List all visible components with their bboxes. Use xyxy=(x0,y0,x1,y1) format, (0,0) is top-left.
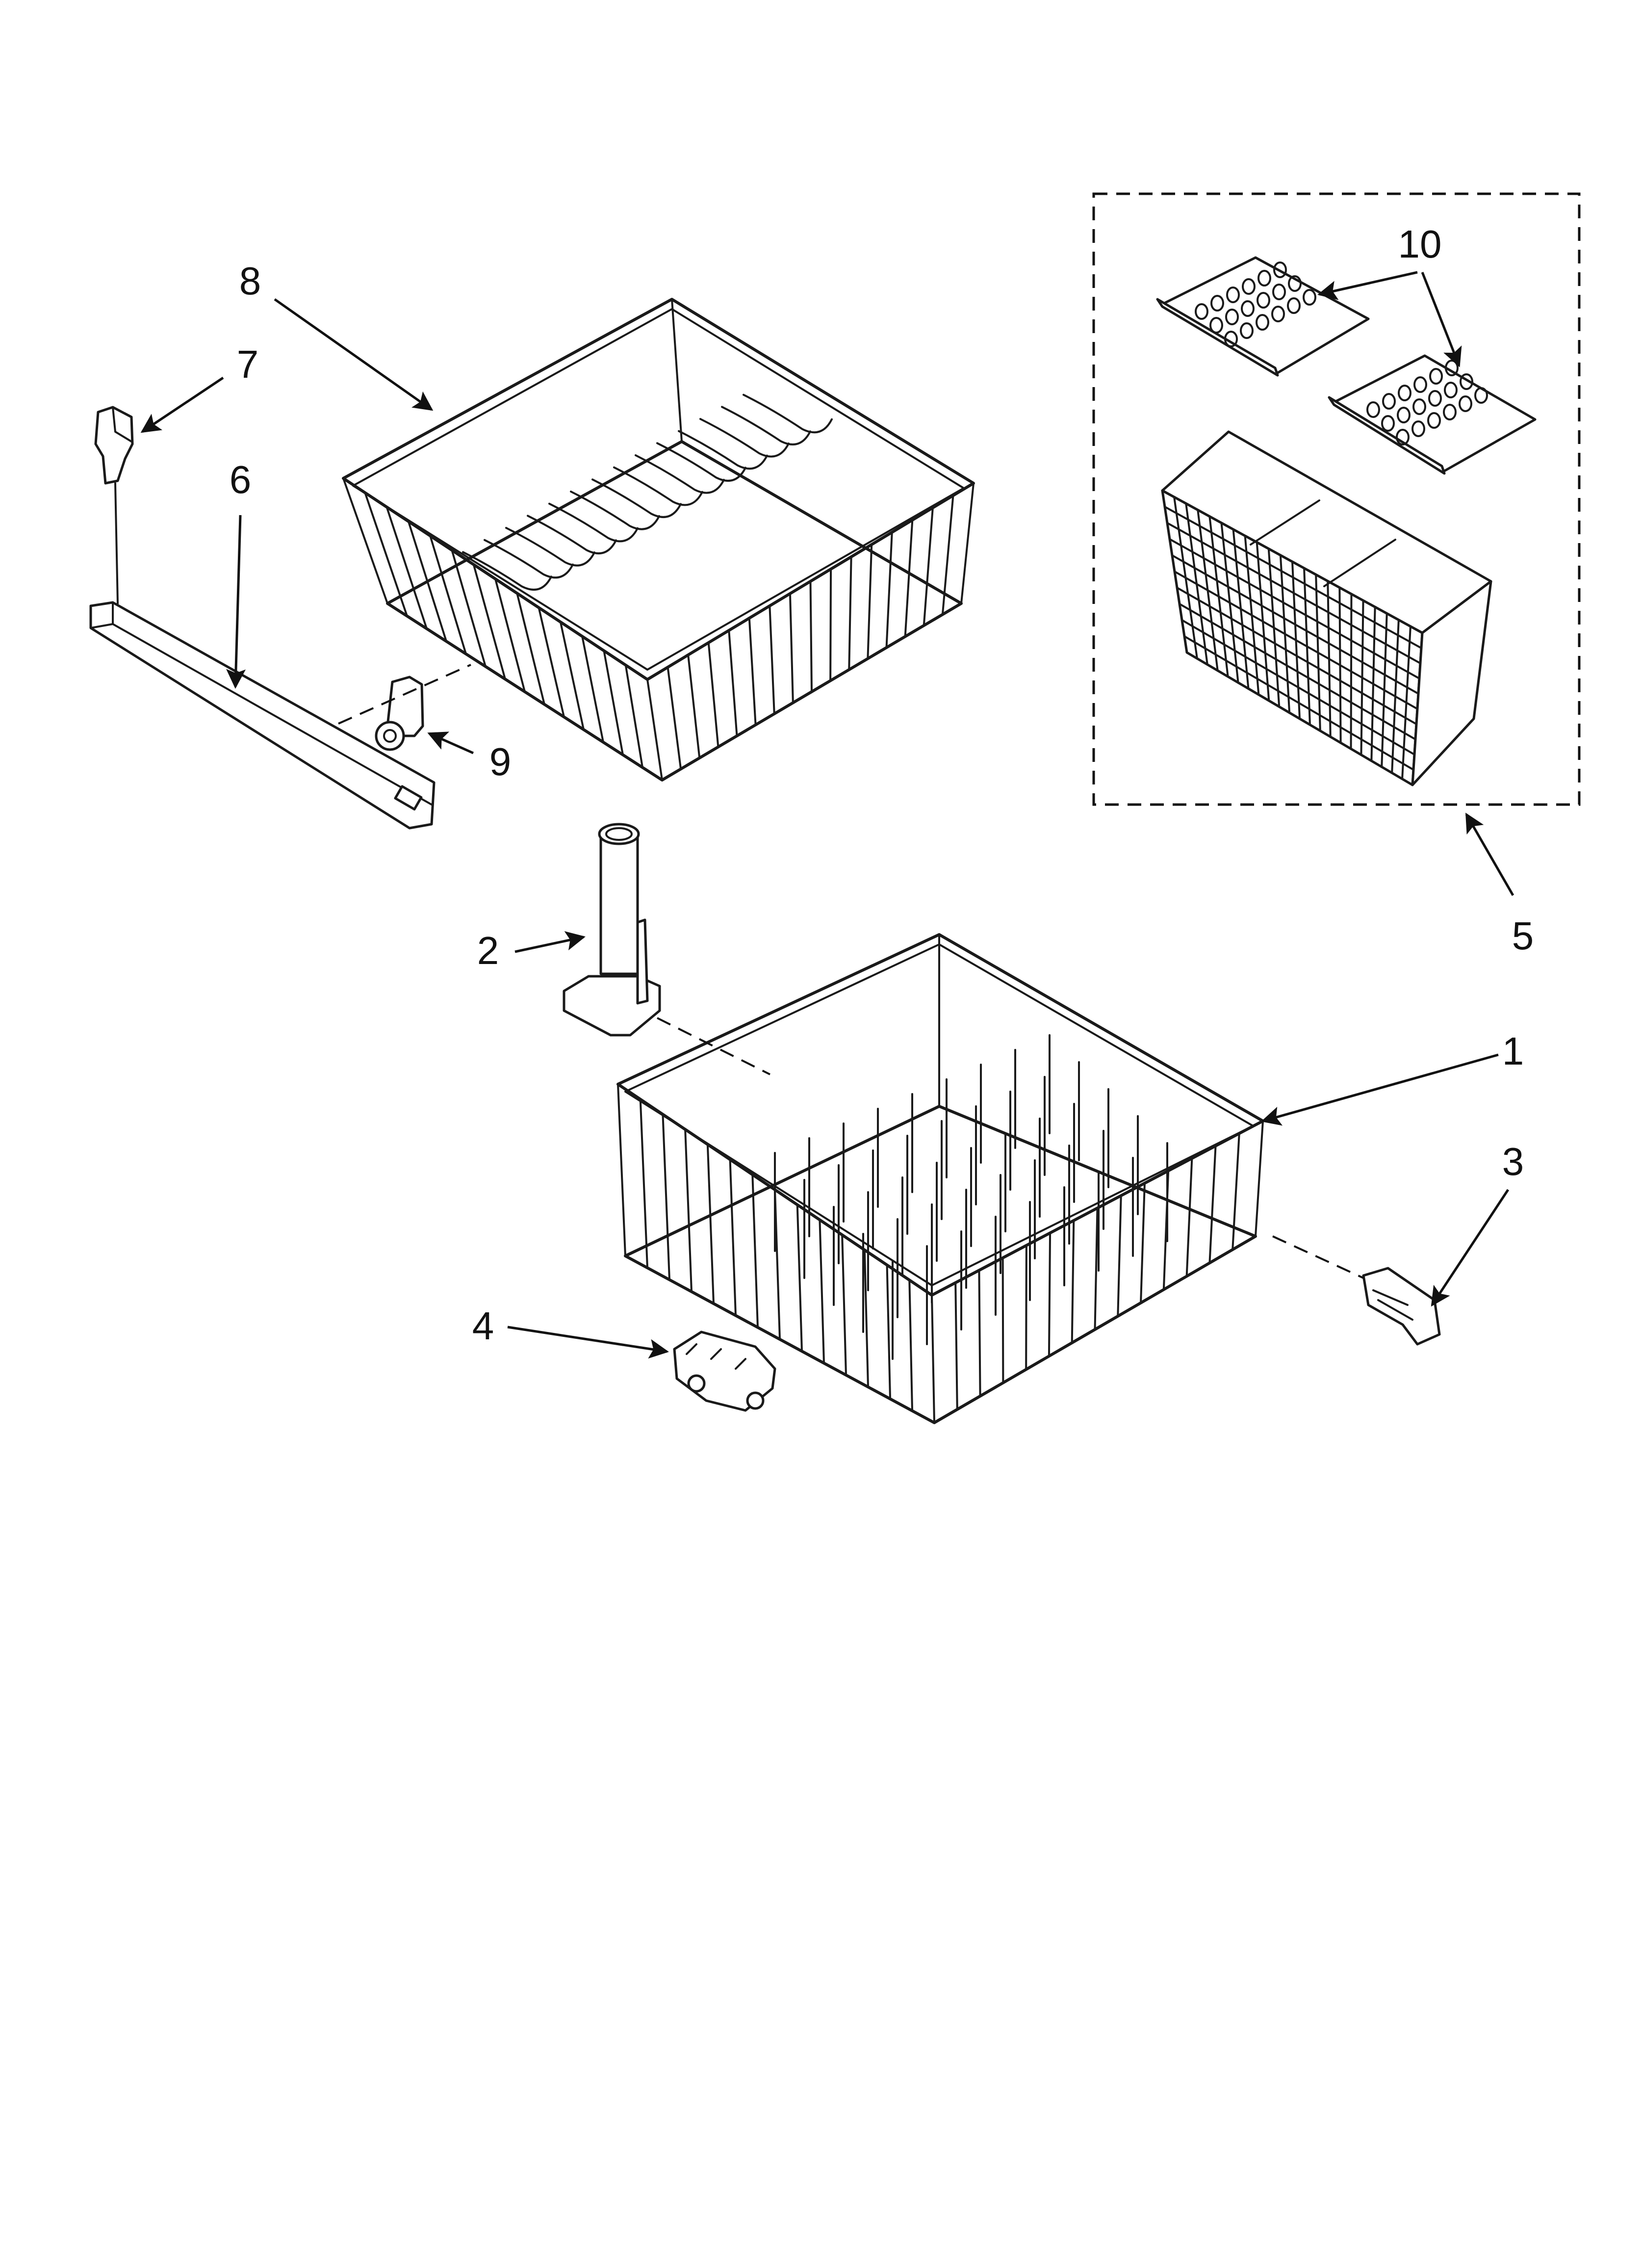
leader-6 xyxy=(226,515,246,689)
alignment-line-tube xyxy=(657,1017,770,1075)
upper-rack xyxy=(342,298,975,782)
basket-cover-left xyxy=(1156,256,1370,377)
callout-9: 9 xyxy=(489,740,512,783)
leader-4 xyxy=(507,1326,669,1359)
callout-2: 2 xyxy=(477,929,499,972)
callout-6: 6 xyxy=(230,458,252,501)
callout-3: 3 xyxy=(1502,1140,1524,1183)
basket-cover-right xyxy=(1328,354,1537,475)
callout-8: 8 xyxy=(239,259,261,303)
callout-7: 7 xyxy=(237,342,259,386)
wheel-carrier xyxy=(673,1330,776,1412)
rack-roller xyxy=(375,676,424,751)
rail-end-cap xyxy=(94,406,134,604)
basket-assembly-boundary xyxy=(1092,192,1581,806)
leader-10a xyxy=(1317,271,1418,300)
silverware-basket xyxy=(1161,430,1492,786)
rack-clip xyxy=(1362,1267,1441,1346)
rack-rail xyxy=(89,601,436,830)
leader-7 xyxy=(140,376,224,433)
leader-5 xyxy=(1465,812,1514,896)
leader-1 xyxy=(1261,1053,1499,1126)
leader-10b xyxy=(1421,272,1462,367)
callout-4: 4 xyxy=(472,1304,494,1348)
leader-3 xyxy=(1431,1189,1510,1307)
callout-10: 10 xyxy=(1398,222,1442,266)
alignment-line-clip xyxy=(1272,1235,1364,1279)
leader-9 xyxy=(427,731,474,755)
leader-8 xyxy=(274,298,434,411)
alignment-line-roller xyxy=(338,664,471,725)
callout-1: 1 xyxy=(1502,1029,1524,1073)
callout-5: 5 xyxy=(1512,914,1534,958)
spray-tube xyxy=(563,823,661,1037)
leader-2 xyxy=(514,931,586,953)
